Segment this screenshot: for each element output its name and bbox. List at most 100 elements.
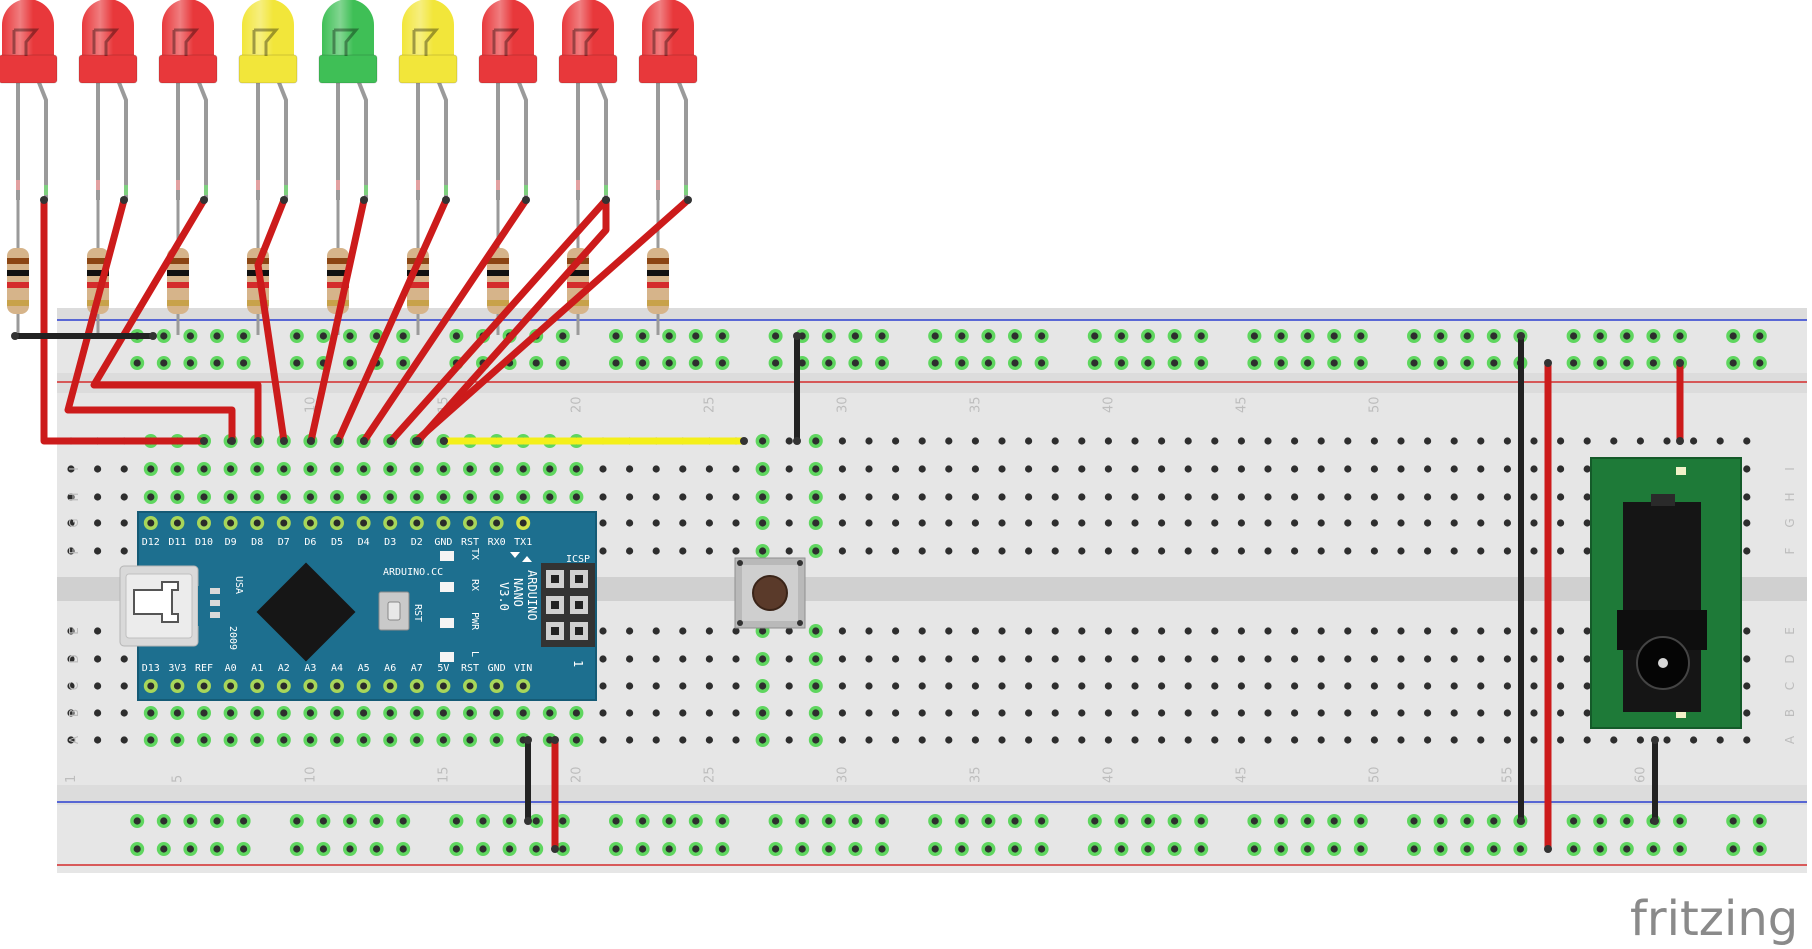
nano-bottom-pin-label: A5 (358, 663, 370, 674)
nano-usa: USA (233, 576, 244, 594)
row-letter-right: C (1783, 682, 1797, 690)
column-number-bottom: 20 (569, 766, 584, 783)
column-number-bottom: 25 (702, 766, 717, 783)
nano-top-pin-label: D7 (278, 537, 290, 548)
nano-top-pin-label: GND (434, 537, 452, 548)
resistor (167, 200, 189, 335)
nano-bottom-pin-label: A1 (251, 663, 263, 674)
nano-bottom-pin-label: 5V (437, 663, 449, 674)
wire-red (412, 196, 692, 445)
row-letter-left: I (67, 467, 81, 471)
row-letter-left: H (67, 492, 81, 501)
push-button[interactable] (734, 557, 806, 629)
wire-red (90, 196, 262, 445)
nano-top-pin-label: D4 (358, 537, 370, 548)
row-letter-right: F (1783, 547, 1797, 554)
nano-model-line2: NANO (511, 578, 525, 607)
tx-led (440, 551, 454, 561)
icsp-header (541, 563, 595, 647)
usb-connector (119, 565, 224, 647)
nano-bottom-pin-label: GND (488, 663, 506, 674)
icsp-pin1-label: 1 (571, 660, 585, 667)
nano-bottom-pin-label: A4 (331, 663, 343, 674)
column-number-bottom: 35 (968, 766, 983, 783)
column-number-top: 45 (1234, 396, 1249, 413)
column-number-bottom: 55 (1500, 766, 1515, 783)
led-red (78, 0, 138, 200)
column-number-bottom: 10 (303, 766, 318, 783)
led-red (478, 0, 538, 200)
column-number-top: 30 (835, 396, 850, 413)
nano-top-pin-label: RST (461, 537, 479, 548)
led-yellow (238, 0, 298, 200)
row-letter-left: G (67, 518, 81, 527)
wire-red (254, 196, 288, 445)
column-number-bottom: 1 (64, 775, 79, 783)
wire-red (40, 196, 208, 445)
row-letter-left: D (67, 654, 81, 663)
column-number-bottom: 5 (170, 775, 185, 783)
pwr-led (440, 618, 454, 628)
led-yellow (398, 0, 458, 200)
nano-bottom-pin-label: A6 (384, 663, 396, 674)
led-red (558, 0, 618, 200)
nano-reset-button[interactable] (378, 591, 410, 631)
rx-led-label: RX (469, 579, 480, 591)
icsp-label: ICSP (566, 554, 590, 565)
resistor (487, 200, 509, 335)
nano-bottom-pin-label: A0 (225, 663, 237, 674)
nano-top-pin-label: D6 (304, 537, 316, 548)
led-red (0, 0, 58, 200)
fritzing-logo-text: fritzing (1630, 891, 1798, 945)
fritzing-logo: fritzing (1630, 891, 1798, 947)
wire-red (387, 196, 610, 445)
row-letter-left: A (67, 735, 81, 744)
nano-bottom-pin-label: A7 (411, 663, 423, 674)
nano-bottom-pin-label: D13 (142, 663, 160, 674)
row-letter-left: E (67, 627, 81, 635)
wire-red (334, 196, 450, 445)
row-letter-right: D (1783, 654, 1797, 663)
nano-bottom-pin-label: REF (195, 663, 213, 674)
nano-bottom-pin-label: RST (461, 663, 479, 674)
column-number-top: 50 (1367, 396, 1382, 413)
column-number-bottom: 50 (1367, 766, 1382, 783)
nano-top-pin-label: D10 (195, 537, 213, 548)
nano-pin-labels: D12D13D113V3D10REFD9A0D8A1D7A2D6A3D5A4D4… (142, 537, 532, 674)
nano-year: 2009 (227, 626, 238, 650)
row-letter-right: E (1783, 627, 1797, 635)
led-red (158, 0, 218, 200)
column-number-top: 35 (968, 396, 983, 413)
nano-brand: ARDUINO.CC (383, 567, 443, 578)
column-number-bottom: 60 (1633, 766, 1648, 783)
nano-top-pin-label: D3 (384, 537, 396, 548)
atmega-chip (256, 562, 356, 662)
row-letter-right: B (1783, 709, 1797, 717)
tx-led-label: TX (469, 548, 480, 560)
led-array (0, 0, 698, 335)
nano-bottom-pin-label: VIN (514, 663, 532, 674)
wire-red (414, 196, 610, 445)
nano-top-pin-label: D9 (225, 537, 237, 548)
nano-model-line1: ARDUINO (525, 570, 539, 621)
nano-top-pin-label: D5 (331, 537, 343, 548)
wire-red (64, 196, 236, 445)
row-letter-left: F (67, 547, 81, 554)
column-number-bottom: 30 (835, 766, 850, 783)
dc-barrel-jack (1590, 457, 1742, 729)
arrow-icon (522, 556, 532, 562)
nano-top-pin-label: D12 (142, 537, 160, 548)
l-led (440, 652, 454, 662)
arrow-icon (510, 552, 520, 558)
nano-top-pin-label: D8 (251, 537, 263, 548)
rx-led (440, 582, 454, 592)
row-letter-left: B (67, 709, 81, 717)
column-number-bottom: 15 (436, 766, 451, 783)
wires (11, 196, 1684, 853)
row-letter-right: A (1783, 735, 1797, 744)
nano-top-pin-label: TX1 (514, 537, 532, 548)
